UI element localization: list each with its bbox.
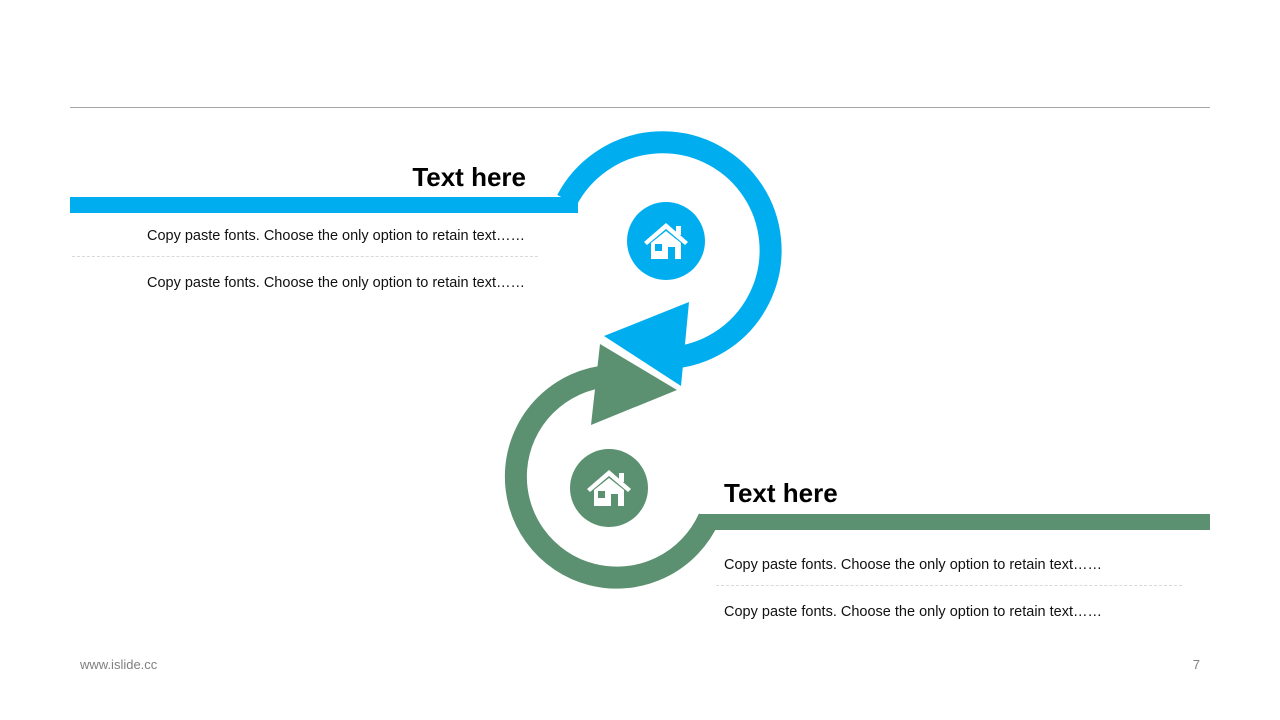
step1-line-2: Copy paste fonts. Choose the only option… bbox=[146, 275, 525, 291]
green-arc bbox=[504, 365, 720, 589]
step1-title: Text here bbox=[412, 162, 526, 192]
footer-website: www.islide.cc bbox=[80, 657, 158, 672]
blue-band bbox=[70, 197, 578, 213]
step2-line-1: Copy paste fonts. Choose the only option… bbox=[724, 557, 1103, 573]
step1-icon bbox=[627, 202, 705, 280]
step2-line-2: Copy paste fonts. Choose the only option… bbox=[724, 604, 1103, 620]
step1-line-1: Copy paste fonts. Choose the only option… bbox=[146, 228, 525, 244]
green-arrowhead bbox=[591, 344, 677, 425]
step1-dashed-divider bbox=[72, 256, 538, 257]
step2-dashed-divider bbox=[716, 585, 1182, 586]
step2-icon bbox=[570, 449, 648, 527]
blue-arrowhead bbox=[604, 302, 689, 386]
blue-arc bbox=[557, 131, 782, 369]
top-divider bbox=[70, 107, 1210, 108]
step2-title: Text here bbox=[724, 478, 838, 508]
page-number: 7 bbox=[1192, 657, 1200, 672]
green-band bbox=[700, 514, 1210, 530]
